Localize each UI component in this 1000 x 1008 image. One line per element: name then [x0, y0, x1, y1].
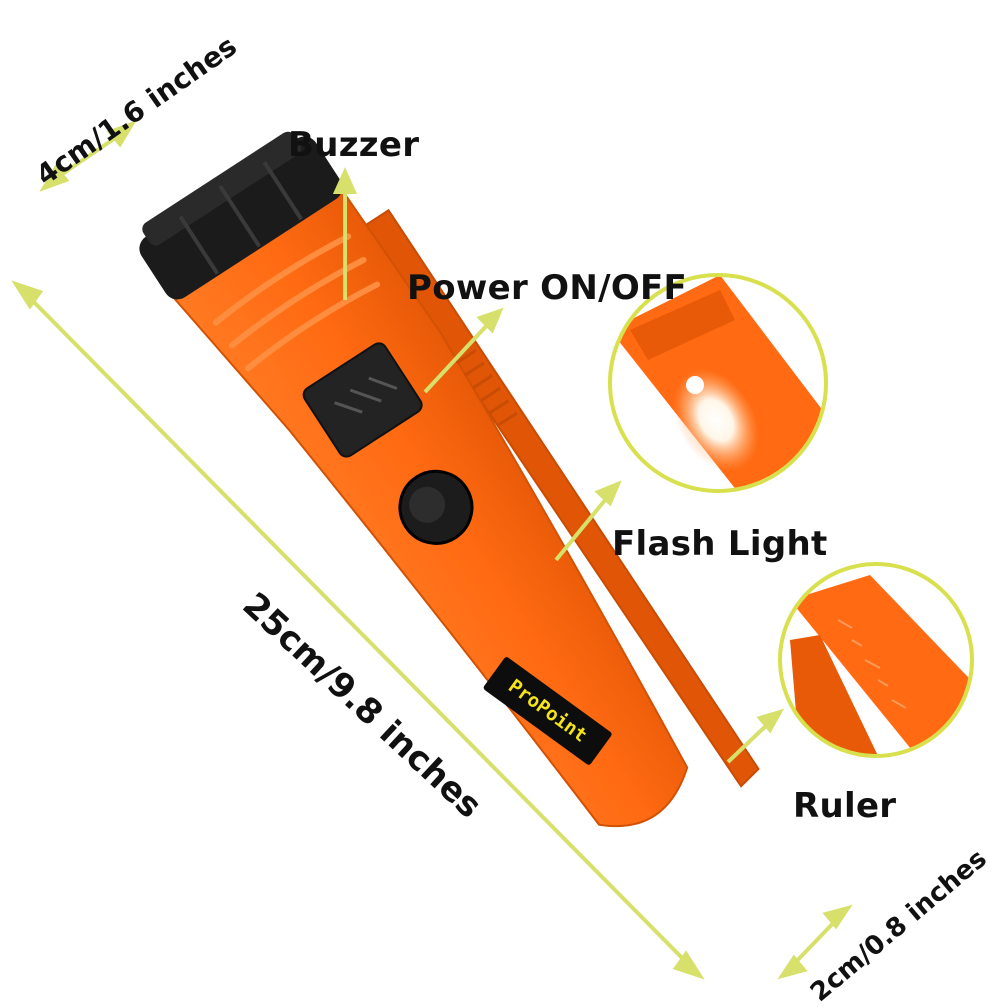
- grip-ridges: [212, 233, 381, 372]
- callout-arrows: [332, 167, 785, 764]
- label-flash-light: Flash Light: [612, 524, 828, 564]
- flash-light-inset: [608, 273, 828, 493]
- label-ruler: Ruler: [793, 786, 897, 826]
- ruler-inset: [778, 562, 974, 758]
- led-icon: [686, 376, 704, 394]
- label-buzzer: Buzzer: [288, 125, 420, 165]
- dimension-lines: [11, 120, 853, 980]
- rubber-panel: [302, 342, 423, 458]
- label-power: Power ON/OFF: [407, 268, 688, 308]
